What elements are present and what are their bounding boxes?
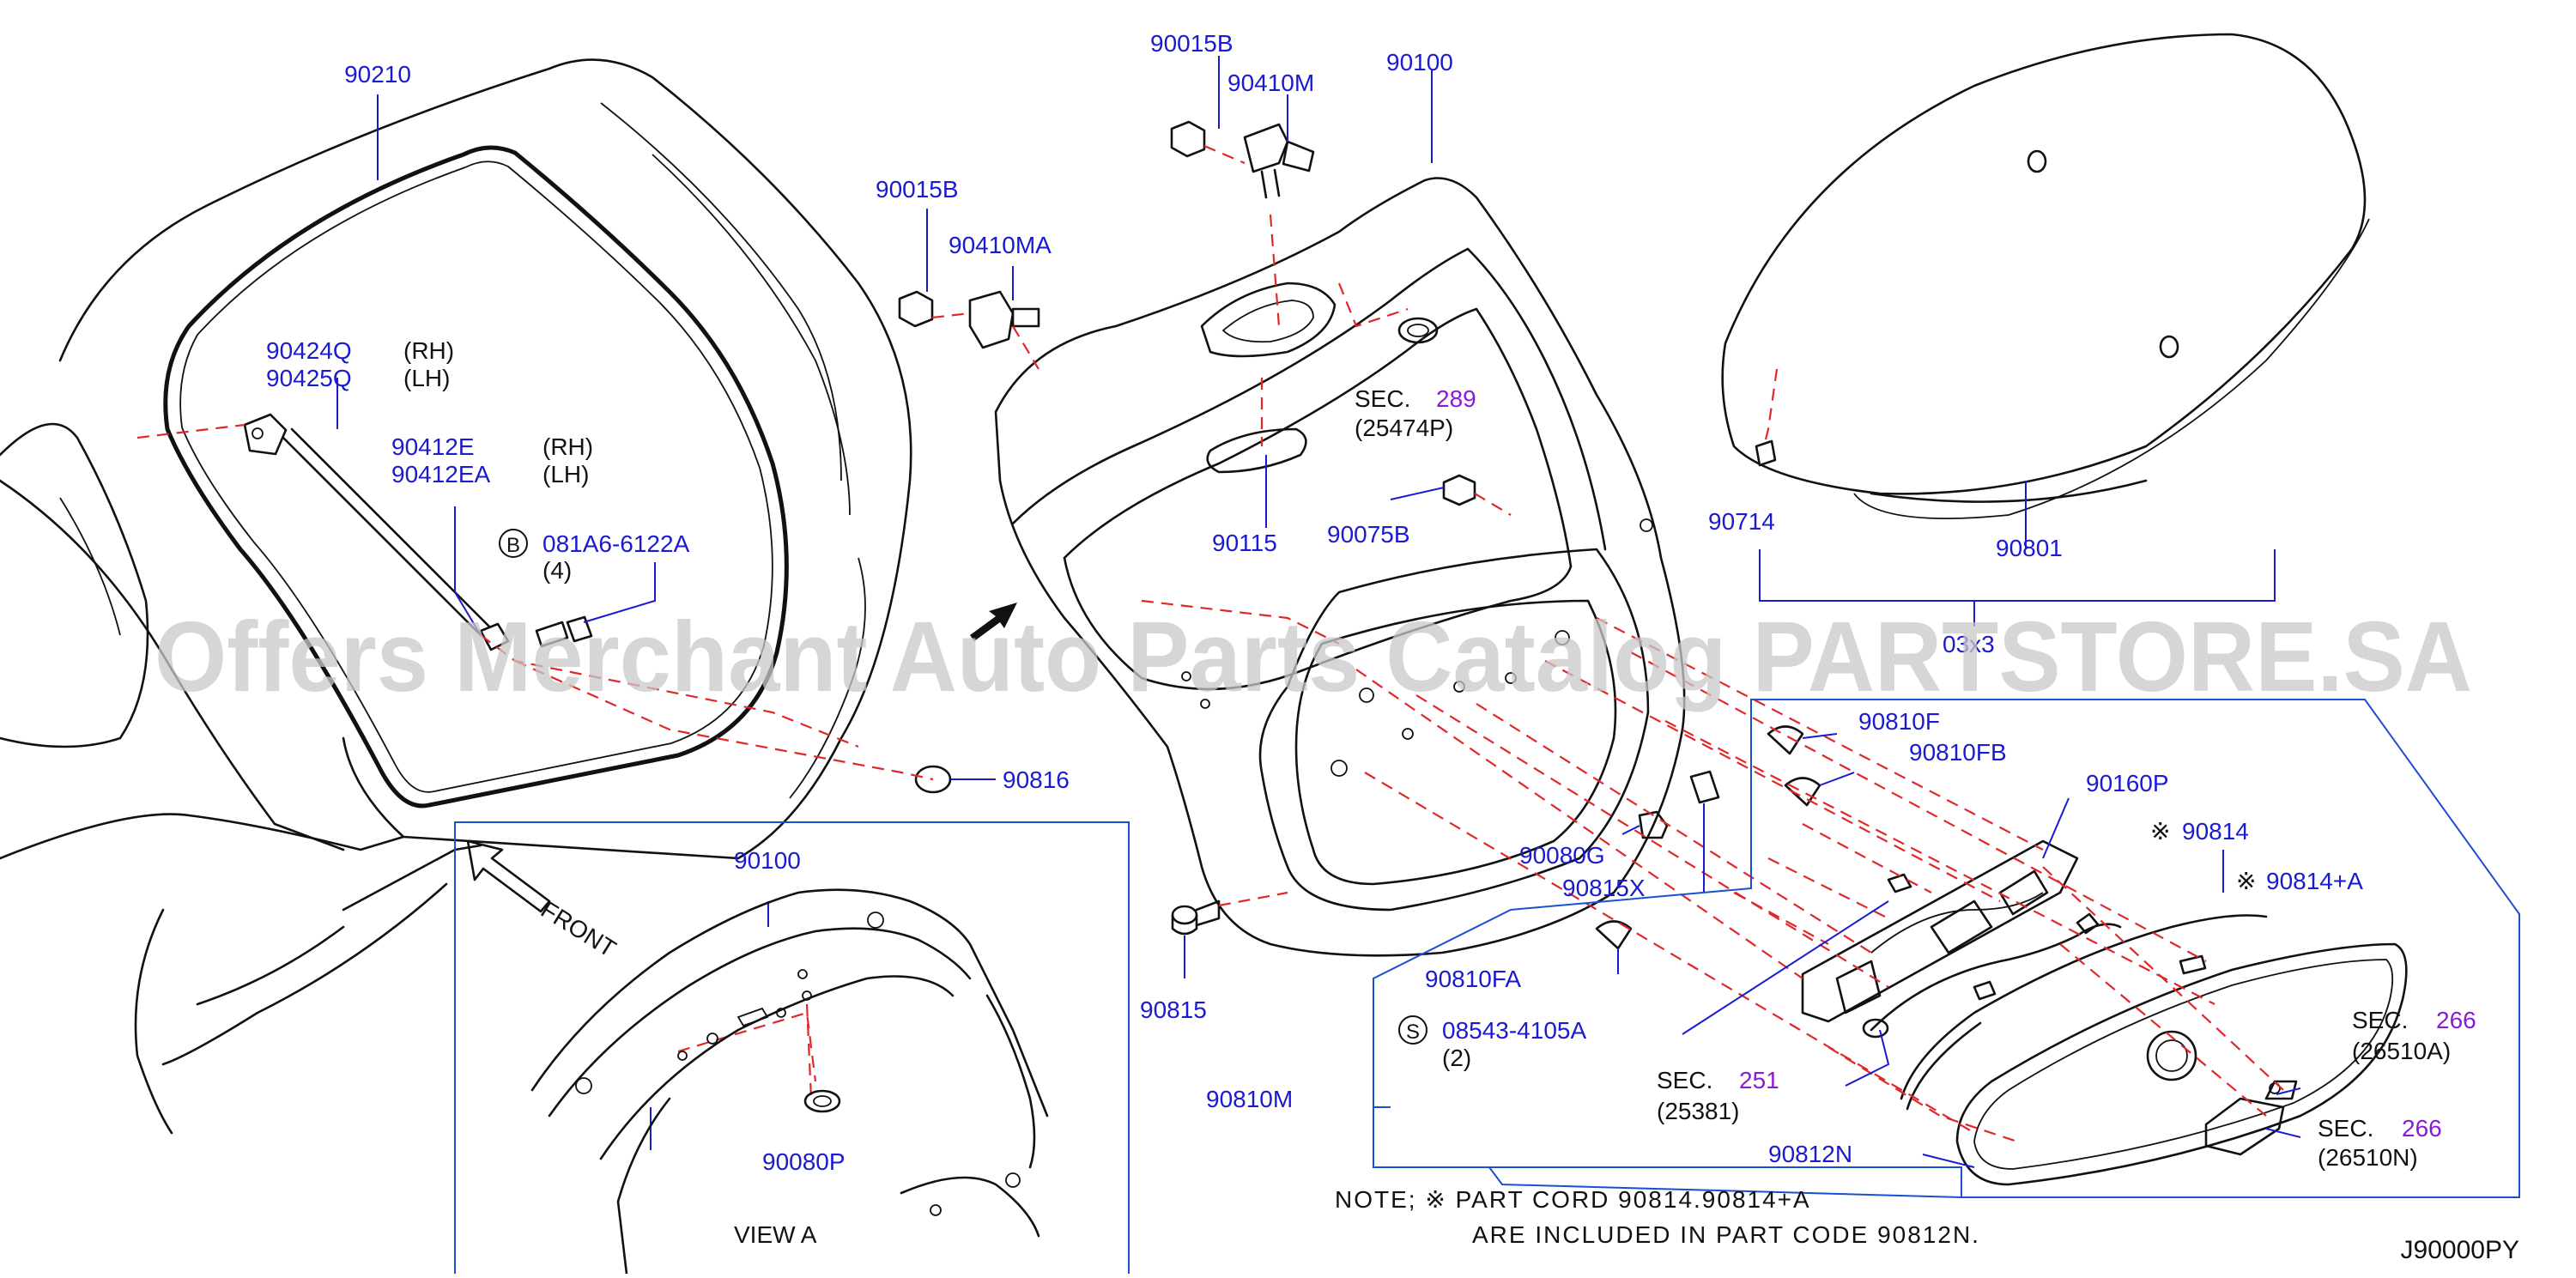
label-90075b: 90075B [1327, 521, 1410, 548]
label-90815: 90815 [1140, 996, 1207, 1023]
nut-90015b-top [1170, 120, 1206, 158]
lock-assembly-90160p [1801, 839, 2122, 1039]
label-sec-266a: SEC. [2352, 1007, 2408, 1033]
label-90814: 90814 [2182, 818, 2249, 845]
bolt-b [535, 615, 593, 648]
label-bolt-code: 081A6-6122A [542, 530, 690, 557]
label-90412ea-side: (LH) [542, 461, 589, 488]
note-line-2: ARE INCLUDED IN PART CODE 90812N. [1472, 1221, 1980, 1248]
label-90425q: 90425Q [266, 365, 352, 391]
label-bolt-qty: (4) [542, 557, 572, 584]
label-90410ma: 90410MA [949, 232, 1052, 258]
screw-s [1887, 873, 1912, 893]
back-door-panel [994, 177, 1686, 957]
back-glass [1721, 33, 2370, 519]
diagram-code: J90000PY [2401, 1236, 2519, 1264]
label-90080p: 90080P [762, 1148, 846, 1175]
label-sec-251-number: 251 [1739, 1067, 1779, 1093]
bumper-90815 [1171, 899, 1221, 936]
label-90810fb: 90810FB [1909, 739, 2007, 766]
label-90424q: 90424Q [266, 337, 352, 364]
weatherstrip-seal [163, 145, 789, 809]
label-sec-266a-number: 266 [2436, 1007, 2476, 1033]
label-90015b-left: 90015B [876, 176, 959, 203]
label-26510a: (26510A) [2352, 1038, 2451, 1064]
screw-marker: S [1406, 1021, 1420, 1044]
labels: 90210 90424Q (RH) 90425Q (LH) 90412E (RH… [266, 30, 2519, 1264]
nut-90015b-left [898, 290, 934, 328]
label-sec-266n: SEC. [2318, 1115, 2373, 1142]
label-26510n: (26510N) [2318, 1144, 2418, 1171]
label-90714: 90714 [1708, 508, 1775, 535]
label-front: FRONT [536, 896, 621, 962]
label-90160p: 90160P [2086, 770, 2169, 796]
label-90815x: 90815X [1562, 875, 1646, 901]
label-90425q-side: (LH) [403, 365, 450, 391]
label-90412ea: 90412EA [391, 461, 491, 488]
note-line-1: NOTE; ※ PART CORD 90814.90814+A [1335, 1186, 1811, 1213]
view-a-inset [454, 821, 1130, 1275]
label-90812n: 90812N [1768, 1141, 1852, 1167]
nut-90075b [1442, 474, 1476, 506]
label-90115: 90115 [1212, 530, 1277, 556]
plug-90816 [914, 765, 952, 794]
direction-arrow-icon [970, 603, 1017, 641]
label-90801: 90801 [1996, 535, 2063, 561]
label-25474p: (25474P) [1355, 415, 1453, 441]
label-90816: 90816 [1003, 766, 1070, 793]
label-90424q-side: (RH) [403, 337, 454, 364]
gas-strut [243, 413, 510, 651]
label-90410m: 90410M [1227, 70, 1314, 96]
label-90210: 90210 [344, 61, 411, 88]
label-screw-qty: (2) [1442, 1045, 1471, 1071]
label-sec-289: SEC. [1355, 385, 1410, 412]
hinge-90410ma [968, 290, 1040, 349]
label-sec-266n-number: 266 [2402, 1115, 2442, 1142]
label-25381: (25381) [1657, 1098, 1740, 1124]
screw-marker-icon [1398, 1015, 1427, 1045]
label-90810m: 90810M [1206, 1086, 1293, 1112]
mark-90814: ※ [2150, 818, 2170, 845]
leader-lines [336, 56, 2301, 1198]
grommet-289 [1397, 317, 1439, 344]
finisher-90812n [1900, 914, 2408, 1186]
watermark: Offers Merchant Auto Parts Catalog PARTS… [155, 601, 2472, 712]
label-90015b-top: 90015B [1150, 30, 1233, 57]
label-90412e-side: (RH) [542, 433, 593, 460]
mark-90814a: ※ [2236, 868, 2256, 894]
bolt-marker-icon [499, 529, 528, 558]
callout-frame-90810m [1373, 699, 2520, 1198]
label-90412e: 90412E [391, 433, 475, 460]
label-90810fa: 90810FA [1425, 966, 1521, 992]
bolt-marker: B [506, 534, 520, 557]
label-90080g: 90080G [1519, 842, 1605, 869]
label-sec-289-number: 289 [1436, 385, 1476, 412]
label-sec-251: SEC. [1657, 1067, 1712, 1093]
clip-90810fa [1595, 920, 1633, 950]
label-90100-top: 90100 [1386, 49, 1453, 76]
label-03x3: 03x3 [1943, 631, 1995, 657]
label-view-a: VIEW A [734, 1221, 817, 1248]
label-90814a: 90814+A [2266, 868, 2363, 894]
label-screw-code: 08543-4105A [1442, 1017, 1586, 1044]
dashed-reference-lines [136, 144, 2284, 1143]
label-90100-view-a: 90100 [734, 847, 801, 874]
clip-90810f [1767, 725, 1804, 755]
pad-90815x [1689, 770, 1720, 804]
label-90810f: 90810F [1858, 708, 1940, 735]
hinge-90410m [1243, 123, 1315, 199]
